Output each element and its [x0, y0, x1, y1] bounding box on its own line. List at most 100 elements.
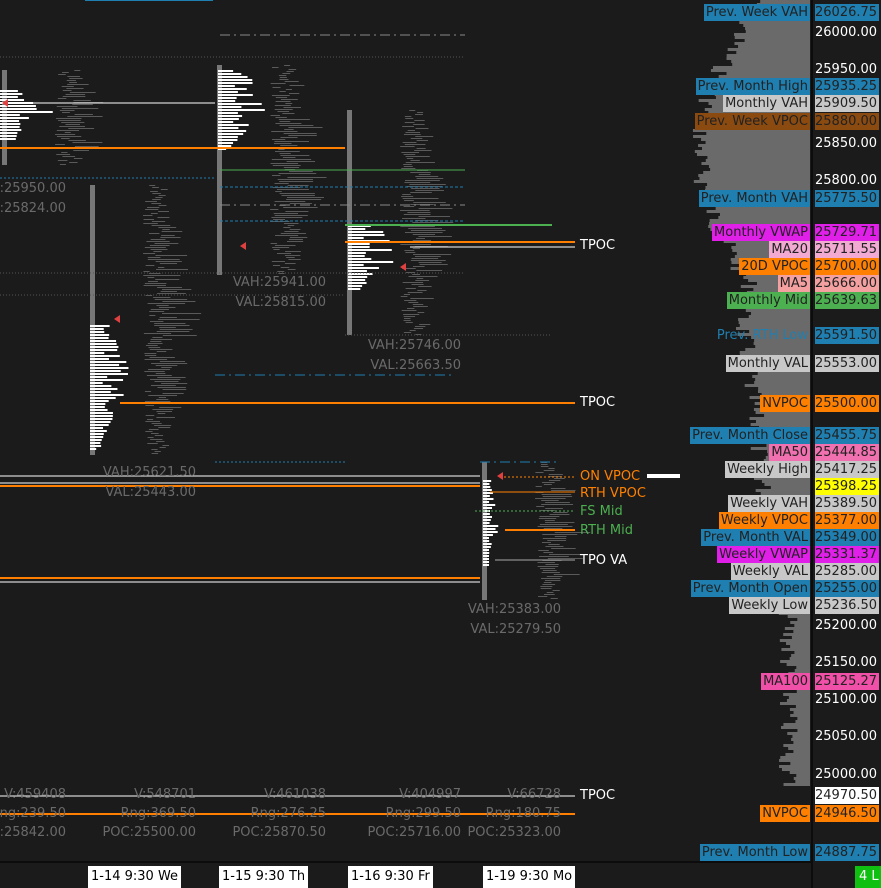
profile-bar [404, 144, 426, 145]
tpo-bar [348, 228, 366, 230]
tpo-bar [218, 121, 234, 123]
tpo-bar [0, 105, 36, 107]
profile-bar [410, 192, 432, 193]
tpo-bar [90, 445, 102, 447]
profile-bar [66, 88, 84, 89]
tpo-bar [348, 243, 370, 245]
profile-bar [543, 528, 563, 529]
profile-bar [157, 377, 186, 378]
tpo-bar [348, 255, 365, 257]
tpo-bar [90, 373, 128, 375]
profile-bar [154, 425, 172, 426]
profile-bar [73, 150, 90, 151]
tpo-bar [90, 364, 120, 366]
tpo-bar [483, 498, 494, 500]
profile-bar [283, 133, 317, 134]
profile-bar [143, 333, 172, 334]
volume-bar [791, 738, 810, 741]
level-price: 25639.63 [815, 292, 879, 310]
profile-bar [289, 171, 313, 172]
profile-bar [541, 542, 551, 543]
tpo-bar [90, 346, 119, 348]
profile-bar [279, 91, 286, 92]
profile-bar [149, 233, 160, 234]
profile-bar [62, 90, 72, 91]
profile-bar [159, 263, 178, 264]
tpo-bar [348, 285, 363, 287]
profile-bar [158, 397, 167, 398]
profile-bar [61, 138, 70, 139]
profile-bar [67, 116, 103, 117]
profile-bar [155, 373, 166, 374]
profile-bar [59, 164, 66, 165]
profile-bar [280, 233, 306, 234]
price-tick: 26000.00 [815, 24, 878, 40]
profile-bar [403, 332, 412, 333]
profile-bar [146, 375, 172, 376]
volume-bar [796, 690, 810, 693]
tpo-bar [218, 127, 239, 129]
tpo-bar [0, 138, 16, 140]
profile-bar [58, 120, 81, 121]
profile-bar [412, 234, 435, 235]
tpo-bar [90, 412, 113, 414]
price-tick: 25200.00 [815, 618, 878, 634]
profile-bar [158, 227, 177, 228]
level-tag: Weekly VAL [730, 563, 810, 581]
profile-bar [400, 296, 408, 297]
status-badge[interactable]: 4 L [855, 866, 881, 888]
profile-bar [156, 331, 190, 332]
profile-bar [146, 241, 170, 242]
profile-bar [147, 419, 154, 420]
volume-bar [740, 285, 810, 288]
tpo-bar [483, 495, 490, 497]
volume-bar [797, 729, 810, 732]
profile-bar [541, 482, 555, 483]
volume-bar [705, 159, 810, 162]
profile-bar [402, 218, 426, 219]
profile-bar [539, 524, 568, 525]
profile-bar [159, 317, 177, 318]
tpo-bar [90, 427, 104, 429]
profile-bar [145, 405, 155, 406]
profile-bar [159, 447, 166, 448]
profile-bar [145, 265, 155, 266]
profile-bar [150, 339, 173, 340]
profile-bar [418, 262, 442, 263]
profile-bar [280, 267, 290, 268]
profile-bar [149, 349, 173, 350]
volume-bar [727, 48, 810, 51]
tpo-bar [218, 94, 253, 96]
session-val: VAL:25663.50 [370, 358, 461, 373]
volume-bar [754, 339, 810, 342]
tpo-bar [218, 73, 242, 75]
profile-bar [541, 578, 561, 579]
volume-bar [744, 39, 810, 42]
volume-bar [701, 138, 810, 141]
profile-bar [61, 152, 68, 153]
profile-bar [403, 134, 421, 135]
profile-bar [408, 228, 442, 229]
volume-bar [795, 780, 810, 783]
volume-bar [749, 330, 810, 333]
level-tag: Prev. Month Close [690, 427, 810, 445]
profile-bar [150, 191, 158, 192]
profile-bar [416, 278, 424, 279]
profile-bar [288, 259, 301, 260]
tpo-bar [483, 480, 492, 482]
profile-bar [272, 175, 281, 176]
profile-bar [161, 231, 183, 232]
profile-bar [287, 269, 296, 270]
profile-bar [74, 114, 93, 115]
profile-bar [283, 227, 291, 228]
profile-bar [73, 100, 91, 101]
level-price: 25285.00 [815, 563, 879, 581]
profile-bar [159, 327, 176, 328]
profile-bar [542, 534, 578, 535]
profile-bar [547, 558, 583, 559]
profile-bar [403, 320, 411, 321]
profile-bar [404, 180, 440, 181]
tpo-bar [348, 276, 368, 278]
tpo-bar [483, 501, 490, 503]
profile-bar [403, 206, 415, 207]
